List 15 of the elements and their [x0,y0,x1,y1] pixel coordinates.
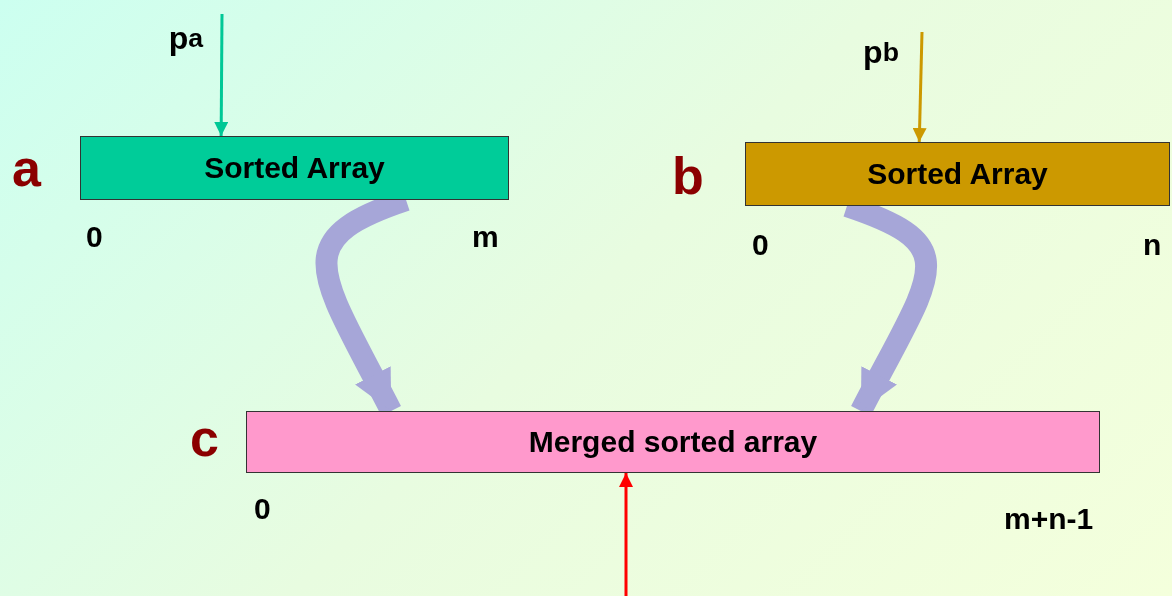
array-box: Sorted Array [80,136,509,200]
array-letter: b [672,146,704,206]
index-label: 0 [752,228,769,262]
index-label: n [1143,228,1162,262]
pointer-arrow [912,31,927,143]
pointer-arrow [619,473,634,596]
array-letter: a [12,138,41,198]
index-label: m+n-1 [1004,502,1094,536]
index-label: 0 [254,492,271,526]
array-letter: c [190,408,219,468]
array-box: Sorted Array [745,142,1170,206]
index-label: 0 [86,220,103,254]
pointer-arrow [214,14,229,136]
index-label: m [472,220,499,254]
array-box: Merged sorted array [246,411,1100,473]
